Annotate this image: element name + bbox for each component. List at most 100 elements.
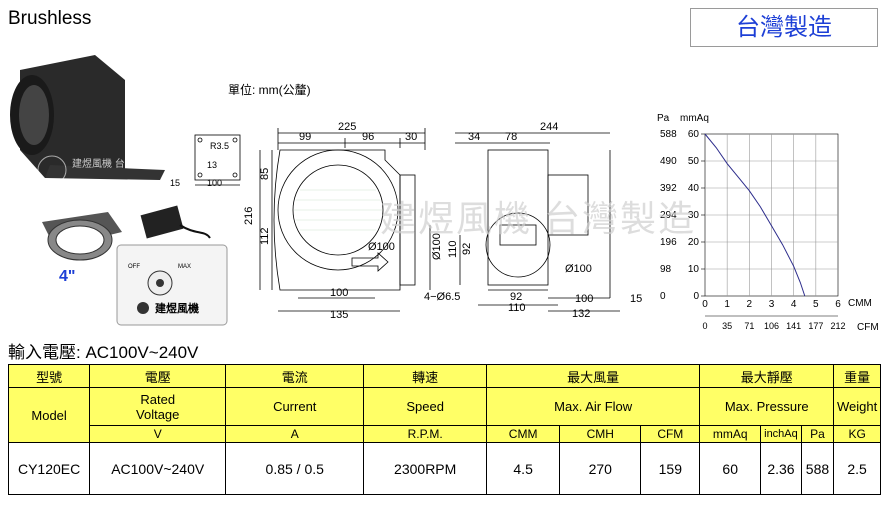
th-weight-en: Weight — [833, 387, 881, 426]
voltage-note: 輸入電壓: AC100V~240V — [8, 343, 199, 362]
spec-table: 型號 電壓 電流 轉速 最大風量 最大靜壓 重量 Model Rated Vol… — [7, 364, 881, 495]
cell-weight: 2.5 — [833, 442, 881, 495]
svg-text:100: 100 — [330, 287, 348, 299]
unit-cmm: CMM — [486, 425, 561, 443]
controller-photo: OFF MAX 建煜風機 — [116, 205, 228, 326]
th-airflow-zh: 最大風量 — [486, 364, 701, 388]
cell-inchaq: 2.36 — [760, 442, 802, 495]
cell-cmh: 270 — [559, 442, 642, 495]
svg-text:Ø100: Ø100 — [431, 233, 443, 260]
svg-text:15: 15 — [630, 293, 642, 305]
cell-pa: 588 — [800, 442, 835, 495]
tick-label-mmaq: 60 — [688, 129, 700, 140]
blower-photo: 建煜風機 台灣製造 — [10, 55, 165, 185]
svg-text:92: 92 — [461, 243, 473, 255]
tick-label-pa: 196 — [660, 237, 677, 248]
th-model-zh: 型號 — [7, 364, 91, 388]
svg-text:Ø100: Ø100 — [565, 263, 592, 275]
controller-off-label: OFF — [128, 264, 140, 270]
th-speed-zh: 轉速 — [363, 364, 488, 388]
tick-label-cfm: 177 — [808, 321, 823, 331]
pressure-curve — [704, 133, 806, 297]
tick-label-cfm: 106 — [764, 321, 779, 331]
svg-text:4−Ø6.5: 4−Ø6.5 — [424, 291, 460, 303]
tick-label-cmm: 3 — [769, 299, 775, 310]
unit-a: A — [225, 425, 365, 443]
tick-label-pa: 392 — [660, 183, 677, 194]
unit-rpm: R.P.M. — [363, 425, 488, 443]
tick-label-cfm: 71 — [744, 321, 754, 331]
th-weight-zh: 重量 — [833, 364, 881, 388]
tick-label-cfm: 212 — [830, 321, 845, 331]
svg-text:110: 110 — [447, 240, 459, 258]
tick-label-cfm: 0 — [702, 321, 707, 331]
controller-max-label: MAX — [178, 264, 191, 270]
svg-text:216: 216 — [243, 207, 255, 225]
technical-drawing: 建煜風機 台灣製造 OFF MAX 建煜風機 R3.5 13 15 100 — [10, 55, 879, 333]
watermark: 建煜風機 台灣製造 — [380, 198, 697, 239]
svg-text:132: 132 — [572, 308, 590, 320]
svg-text:244: 244 — [540, 121, 558, 133]
x-cfm-label: CFM — [857, 322, 879, 333]
svg-text:13: 13 — [207, 160, 217, 170]
th-voltage-zh: 電壓 — [89, 364, 227, 388]
th-speed-en: Speed — [363, 387, 488, 426]
unit-cfm: CFM — [640, 425, 701, 443]
y-right-label: mmAq — [680, 113, 709, 124]
made-in-taiwan-badge: 台灣製造 — [690, 8, 878, 47]
tick-label-cmm: 6 — [835, 299, 841, 310]
tick-label-pa: 0 — [660, 291, 666, 302]
cell-cfm: 159 — [640, 442, 701, 495]
tick-label-cfm: 35 — [722, 321, 732, 331]
end-view-drawing — [429, 132, 620, 312]
side-view-grille — [294, 189, 382, 231]
svg-text:30: 30 — [405, 131, 417, 143]
svg-text:110: 110 — [508, 302, 526, 314]
unit-v: V — [89, 425, 227, 443]
unit-note: 單位: mm(公釐) — [228, 83, 311, 97]
svg-text:135: 135 — [330, 309, 348, 321]
tick-label-mmaq: 30 — [688, 210, 700, 221]
svg-text:92: 92 — [510, 291, 522, 303]
th-model-en: Model — [7, 387, 91, 443]
unit-pa: Pa — [800, 425, 835, 443]
tick-label-mmaq: 20 — [688, 237, 700, 248]
side-view-drawing — [259, 128, 426, 312]
size-label: 4" — [59, 268, 76, 285]
performance-chart: 6058850490403923029420196109800001352713… — [657, 113, 879, 333]
tick-label-pa: 294 — [660, 210, 677, 221]
dim-225: 225 — [338, 121, 356, 133]
duct-flange-photo — [42, 212, 122, 261]
th-current-zh: 電流 — [225, 364, 365, 388]
tick-label-cfm: 141 — [786, 321, 801, 331]
tick-label-mmaq: 40 — [688, 183, 700, 194]
th-pressure-en: Max. Pressure — [699, 387, 835, 426]
tick-label-mmaq: 10 — [688, 264, 700, 275]
flange-drawing — [194, 134, 241, 186]
y-left-label: Pa — [657, 113, 670, 124]
svg-text:99: 99 — [299, 131, 311, 143]
tick-label-pa: 490 — [660, 156, 677, 167]
photo-logo-text: 建煜風機 台灣製造 — [72, 157, 155, 170]
svg-text:15: 15 — [170, 178, 180, 188]
svg-text:78: 78 — [505, 131, 517, 143]
th-voltage-en: Rated Voltage — [89, 387, 227, 426]
svg-text:85: 85 — [259, 168, 271, 180]
svg-text:100: 100 — [575, 293, 593, 305]
unit-mmaq: mmAq — [699, 425, 762, 443]
cell-current: 0.85 / 0.5 — [225, 442, 365, 495]
x-cmm-label: CMM — [848, 298, 872, 309]
th-airflow-en: Max. Air Flow — [486, 387, 701, 426]
svg-text:34: 34 — [468, 131, 480, 143]
unit-inchaq: inchAq — [760, 425, 802, 443]
th-current-en: Current — [225, 387, 365, 426]
cell-voltage: AC100V~240V — [89, 442, 227, 495]
th-pressure-zh: 最大靜壓 — [699, 364, 835, 388]
cell-speed: 2300RPM — [363, 442, 488, 495]
unit-kg: KG — [833, 425, 881, 443]
tick-label-mmaq: 0 — [693, 291, 699, 302]
tick-label-pa: 588 — [660, 129, 677, 140]
page-title: Brushless — [8, 8, 92, 29]
svg-text:96: 96 — [362, 131, 374, 143]
tick-label-cmm: 2 — [747, 299, 753, 310]
